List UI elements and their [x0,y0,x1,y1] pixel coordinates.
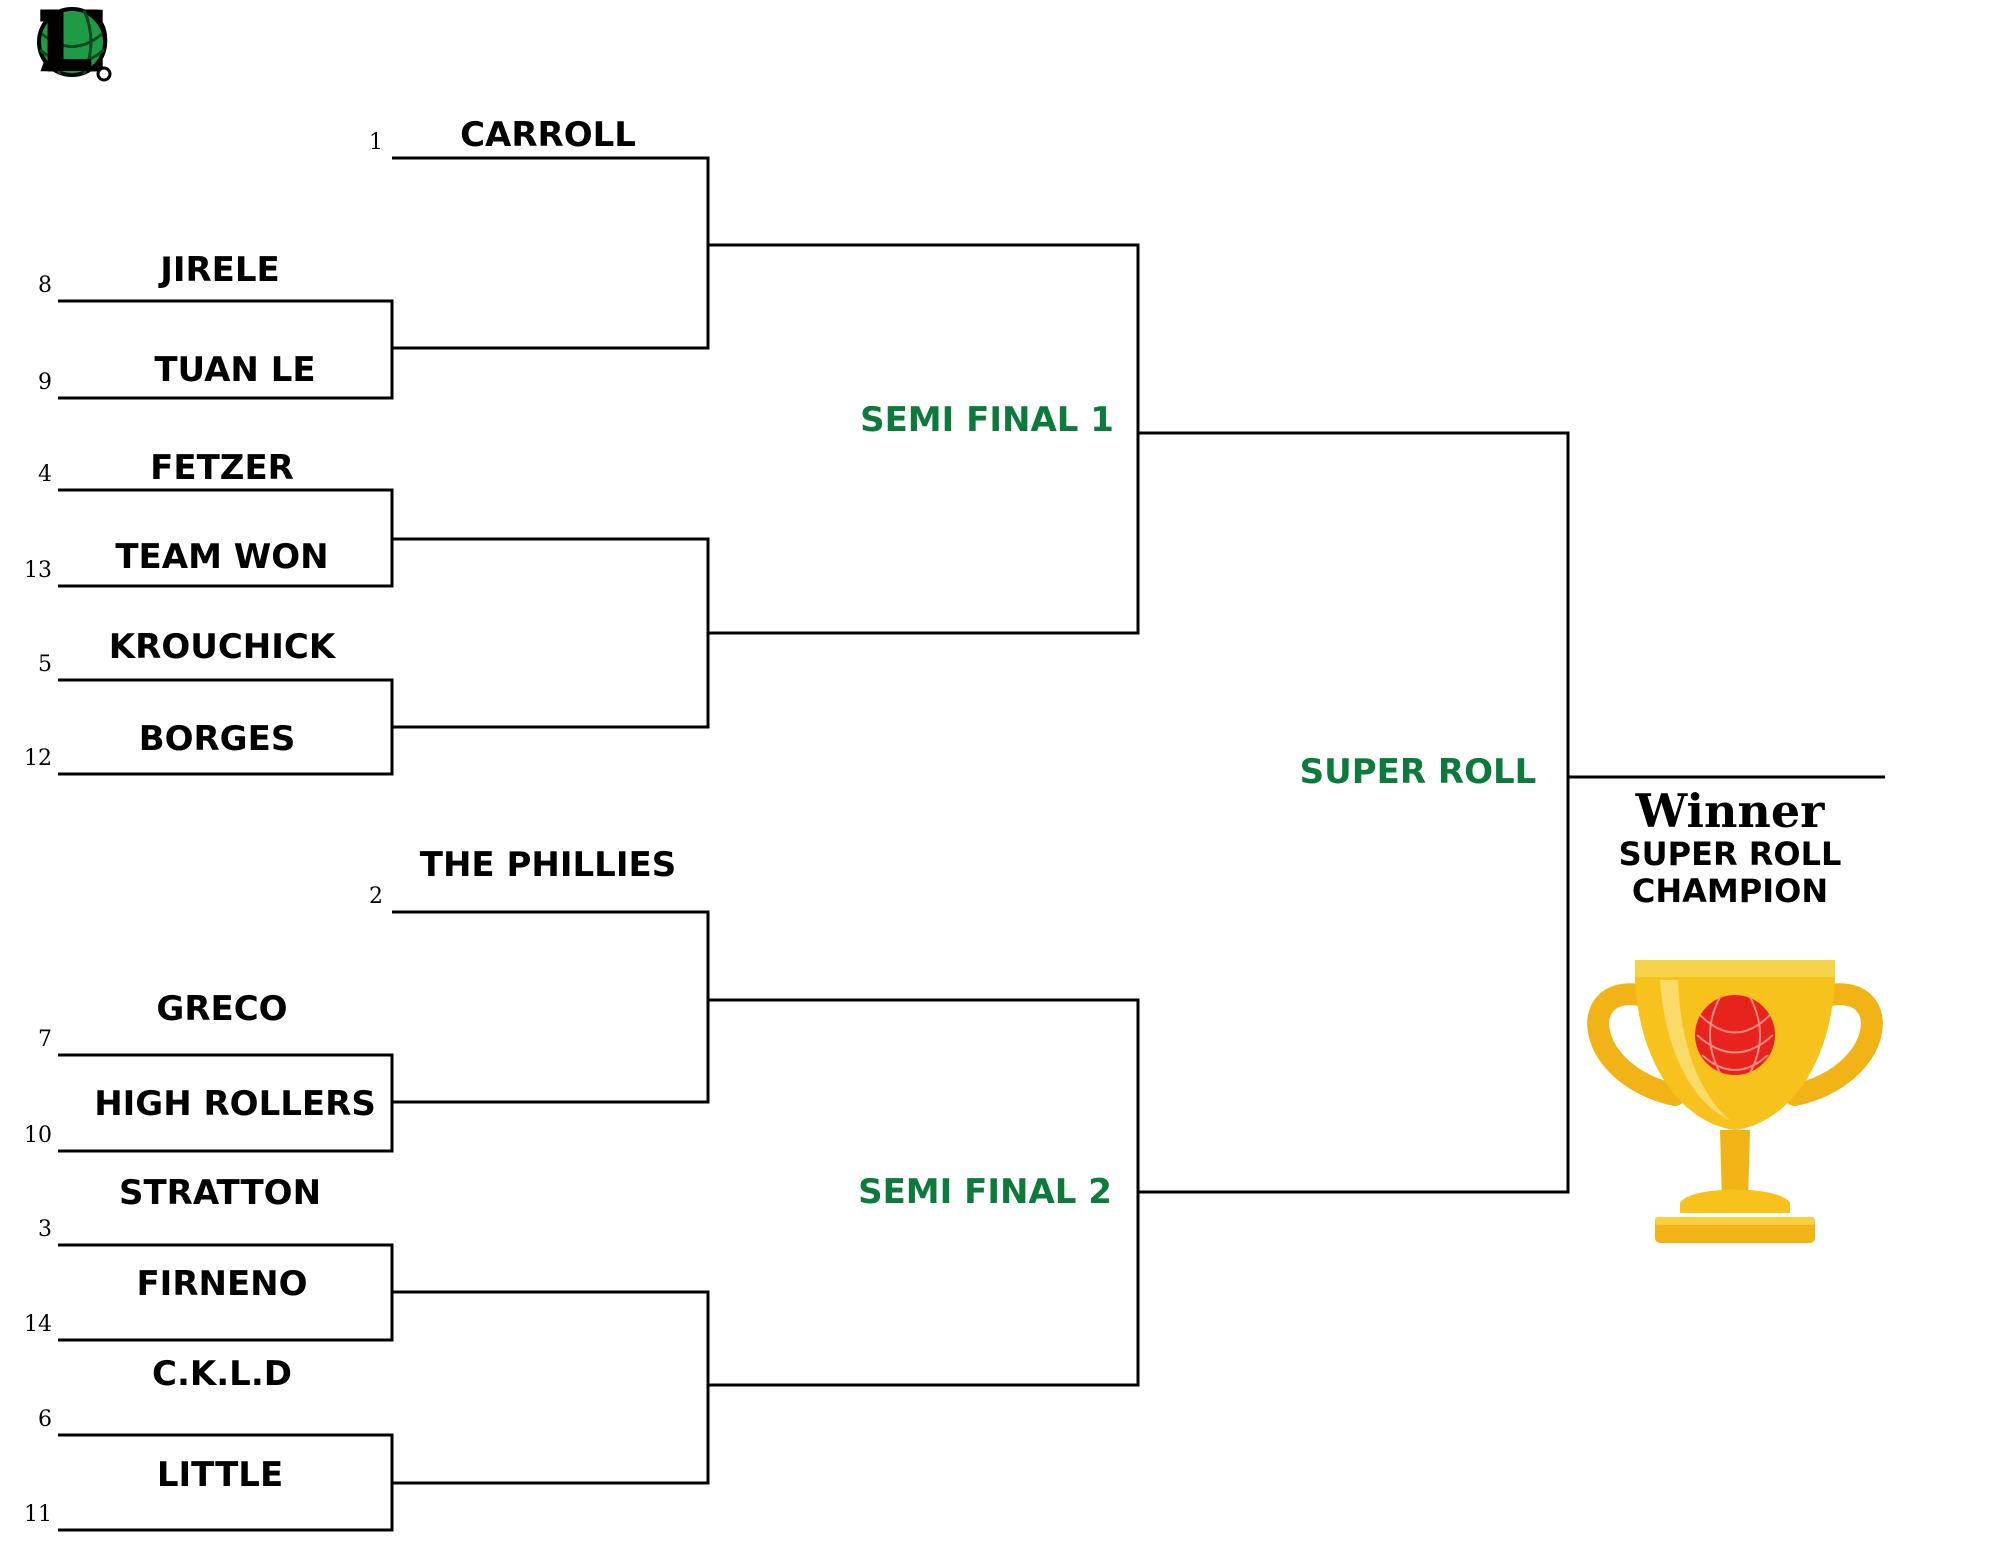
team-name: KROUCHICK [108,627,336,667]
team-name: TUAN LE [154,350,316,390]
team-name: GRECO [156,989,288,1029]
team-seed: 4 [38,462,52,487]
team-seed: 7 [38,1027,52,1052]
team-name: HIGH ROLLERS [94,1084,376,1124]
team-name: THE PHILLIES [419,845,677,885]
team-name: BORGES [138,719,296,759]
title-letter: L [40,0,94,91]
team-name: LITTLE [156,1455,284,1495]
page-title: THEROADTOTHESUPERROLL [0,0,2000,90]
team-seed: 2 [369,884,383,909]
team-name: C.K.L.D [152,1354,292,1394]
team-seed: 13 [24,558,52,583]
team-seed: 3 [38,1217,52,1242]
semi-final-2-label: SEMI FINAL 2 [858,1172,1112,1212]
super-roll-bracket [1138,431,1570,1194]
team-seed: 8 [38,273,52,298]
winner-label: Winner [1635,784,1825,838]
team-seed: 10 [24,1123,52,1148]
team-seed: 12 [24,746,52,771]
team-seed: 1 [369,130,383,155]
team-name: TEAM WON [115,537,329,577]
team-name: CARROLL [460,115,636,155]
semi-final-1-label: SEMI FINAL 1 [860,400,1114,440]
team-name: FETZER [150,448,294,488]
team-seed: 9 [38,370,52,395]
team-seed: 11 [24,1502,52,1527]
team-name: STRATTON [118,1173,322,1213]
team-seed: 14 [24,1312,52,1337]
quarterfinal-3 [392,910,710,1104]
semifinal-1-bracket [708,243,1140,635]
winner-block: Winner SUPER ROLL CHAMPION [1560,786,1900,910]
team-name: FIRNENO [136,1264,308,1304]
team-name: JIRELE [160,250,280,290]
quarterfinal-4 [392,1290,710,1485]
team-seed: 6 [38,1407,52,1432]
quarterfinal-2 [392,537,710,729]
team-seed: 5 [38,652,52,677]
title-letter: L [40,0,94,91]
quarterfinal-1 [392,156,710,350]
champion-line-2: CHAMPION [1631,872,1829,910]
trophy-icon [1587,960,1883,1243]
super-roll-label: SUPER ROLL [1299,752,1537,792]
champion-line-1: SUPER ROLL [1618,835,1842,873]
bocce-ball-icon [37,7,112,82]
